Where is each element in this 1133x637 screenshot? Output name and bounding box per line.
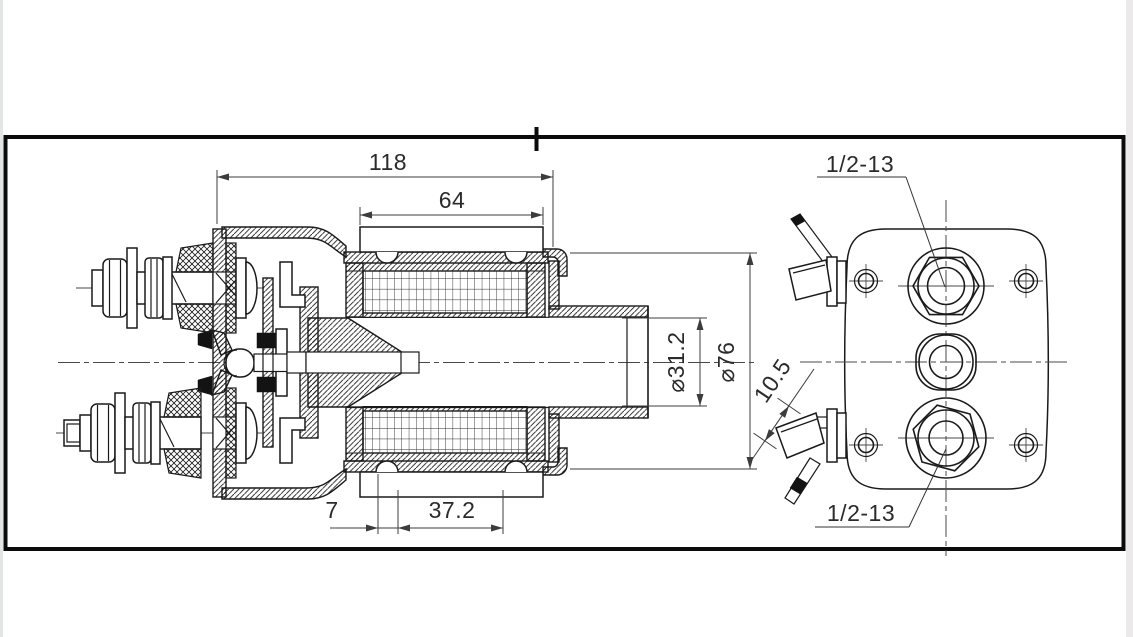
section-view: 118 64 ⌀31.2 ⌀76	[56, 149, 758, 534]
top-clip-holder-inner	[836, 260, 847, 304]
funnel-wall-top	[210, 329, 233, 356]
bobbin-flange-left-top	[345, 262, 364, 318]
bottom-spade-blade	[775, 412, 825, 459]
frame-bracket-top	[279, 261, 306, 308]
hole-bottom-left	[849, 428, 883, 462]
bottom-spade-terminal	[775, 408, 847, 505]
bottom-terminal	[898, 397, 994, 479]
hole-top-right	[1009, 264, 1043, 298]
dim-overall-length-label: 118	[369, 149, 407, 175]
bobbin-flange-right-top	[526, 262, 546, 318]
dim-hole-spacing-label: 37.2	[429, 497, 476, 523]
hole-top-left	[849, 264, 883, 298]
bracket-notch-bottom-right	[504, 460, 528, 473]
coil-winding-top	[362, 270, 528, 314]
coil-winding-bottom	[362, 410, 528, 454]
dimension-flange: ⌀76	[570, 252, 757, 470]
tube-wall-top	[548, 305, 649, 318]
mounting-holes	[849, 264, 1043, 462]
coil-wrap-top	[345, 262, 546, 272]
bracket-notch-top-left	[375, 251, 399, 264]
left-edge-strip	[0, 0, 3, 637]
dim-bracket-offset-label: 7	[325, 497, 338, 523]
thread-callout-top: 1/2-13	[817, 151, 946, 288]
case-wall-bottom	[548, 413, 560, 463]
case-lip-bottom	[542, 447, 568, 476]
rod-ball-end	[225, 348, 255, 378]
bottom-clip-holder-inner	[836, 412, 847, 459]
dimension-bore: ⌀31.2	[622, 317, 707, 407]
bracket-notch-top-right	[504, 251, 528, 264]
thread-callout-bottom: 1/2-13	[815, 448, 947, 528]
dim-flange-diameter-label: ⌀76	[713, 342, 739, 383]
frame-bracket-bottom	[279, 417, 306, 464]
thread-bottom-label: 1/2-13	[827, 500, 895, 526]
bottom-wire-sleeve	[789, 476, 808, 495]
bobbin-tube-bottom	[362, 406, 528, 412]
top-terminal-hex-nut	[912, 256, 980, 316]
bottom-clip-holder	[826, 408, 838, 463]
mounting-bracket-bottom	[359, 471, 544, 498]
bobbin-flange-right-bottom	[526, 406, 546, 462]
push-rod-middle	[286, 351, 307, 374]
hole-bottom-right	[1009, 428, 1043, 462]
bobbin-tube-top	[362, 312, 528, 318]
bracket-notch-bottom-left	[375, 460, 399, 473]
coil-wrap-bottom	[345, 452, 546, 462]
rod-ball-arc	[223, 349, 238, 377]
right-edge-strip	[1126, 0, 1133, 637]
end-view: 1/2-13 1/2-13 10.5	[749, 151, 1068, 556]
middle-boss	[915, 333, 977, 391]
case-lip-top	[542, 248, 568, 277]
push-rod-left	[253, 353, 288, 373]
tube-wall-bottom	[548, 406, 649, 419]
bottom-terminal-hex-nut	[912, 404, 980, 472]
thread-top-label: 1/2-13	[826, 151, 894, 177]
dimension-118: 118	[216, 149, 554, 247]
frame-center-tick	[534, 127, 539, 151]
dimension-64: 64	[359, 187, 544, 225]
top-spade-terminal	[788, 213, 847, 307]
dim-coil-length-label: 64	[439, 187, 466, 213]
mounting-bracket-top	[359, 226, 544, 253]
top-wire-tip	[790, 213, 806, 227]
case-wall-top	[548, 260, 560, 310]
top-spade-blade	[788, 259, 832, 301]
dimension-7-37: 7 37.2	[325, 474, 504, 534]
plunger-rod-channel	[305, 351, 420, 374]
dim-bore-diameter-label: ⌀31.2	[663, 331, 689, 392]
top-terminal	[898, 247, 994, 325]
bobbin-flange-left-bottom	[345, 406, 364, 462]
